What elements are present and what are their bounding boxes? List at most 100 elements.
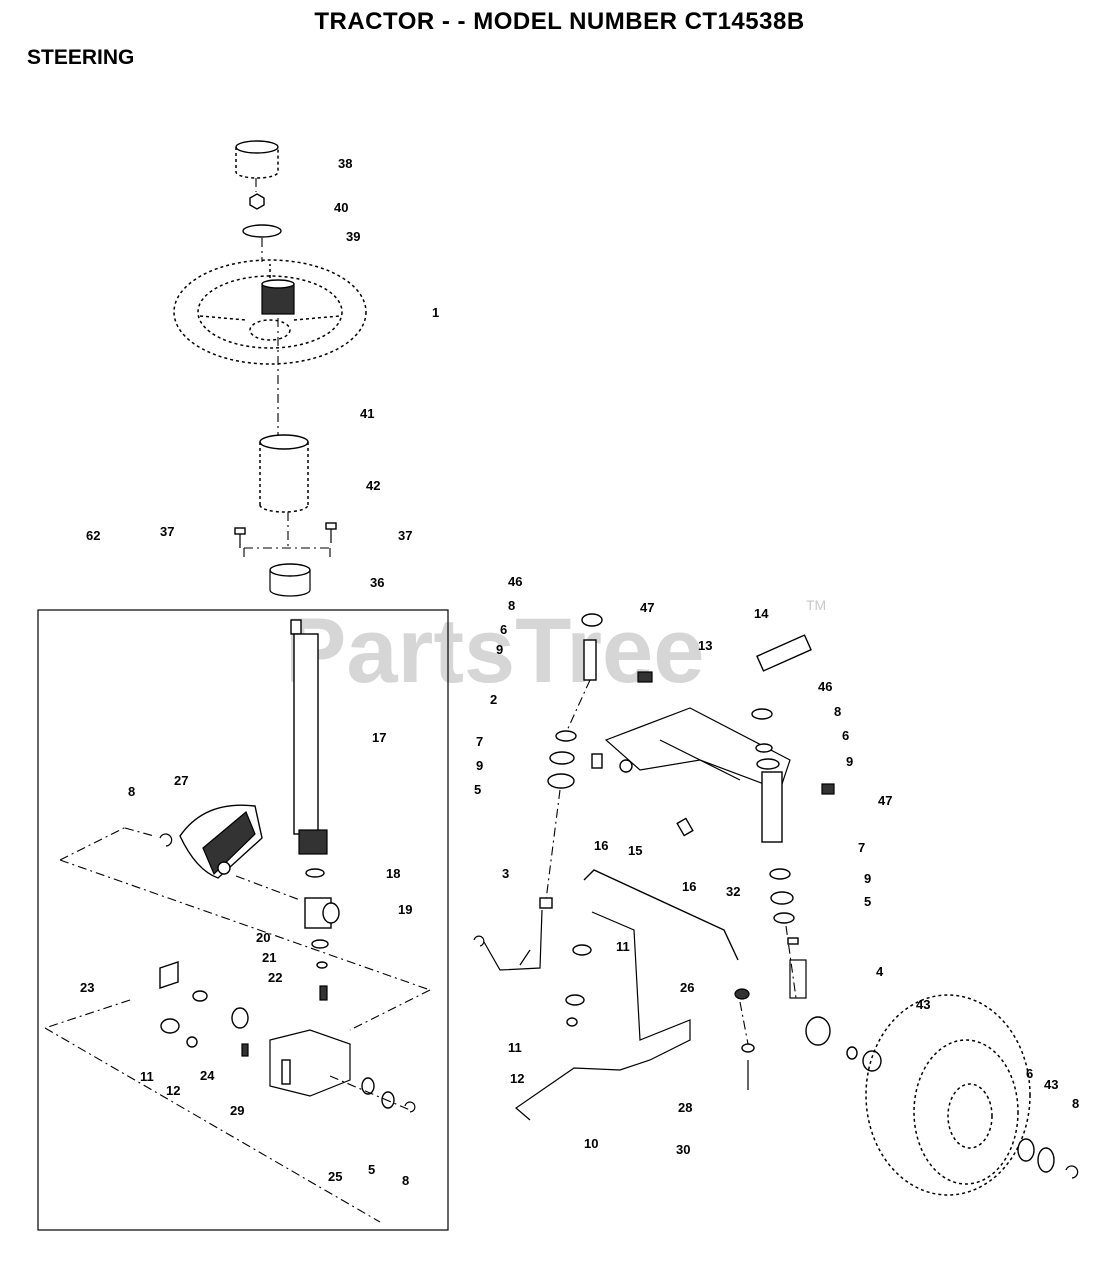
flange-nut-11c xyxy=(565,994,585,1006)
callout-38: 38 xyxy=(338,156,352,171)
callout-18: 18 xyxy=(386,866,400,881)
callout-3: 3 xyxy=(502,866,509,881)
washer-5a xyxy=(361,1077,375,1095)
bushing-23 xyxy=(159,961,179,989)
callout-37-left: 37 xyxy=(160,524,174,539)
spindle-4 xyxy=(789,959,807,999)
nut-12b xyxy=(566,1017,578,1027)
callout-28: 28 xyxy=(678,1100,692,1115)
callout-42: 42 xyxy=(366,478,380,493)
washer-9b xyxy=(549,751,575,765)
callout-9-bottom-right: 9 xyxy=(864,871,871,886)
callout-11-mid: 11 xyxy=(616,939,630,954)
callout-23: 23 xyxy=(80,980,94,995)
pinion-bracket xyxy=(304,897,340,929)
steering-wheel xyxy=(173,259,367,365)
callout-9-top-left: 9 xyxy=(496,642,503,657)
splined-adapter xyxy=(261,279,295,315)
bushing-16b xyxy=(676,817,694,837)
washer-43a xyxy=(862,1050,882,1072)
nut xyxy=(249,193,265,210)
clip-3 xyxy=(473,935,485,947)
callout-6-left: 6 xyxy=(500,622,507,637)
steering-boot xyxy=(259,434,309,513)
washer-20 xyxy=(311,939,329,949)
fitting-47-right xyxy=(821,783,835,795)
callout-26: 26 xyxy=(680,980,694,995)
callout-2: 2 xyxy=(490,692,497,707)
assembly-box-62 xyxy=(37,609,449,1231)
bolt-right xyxy=(325,522,337,543)
page-title: TRACTOR - - MODEL NUMBER CT14538B xyxy=(314,8,805,35)
cap-46b xyxy=(751,708,773,720)
callout-30: 30 xyxy=(676,1142,690,1157)
clip-43-inner xyxy=(846,1046,858,1060)
bushing-16a xyxy=(591,753,603,769)
callout-47-left: 47 xyxy=(640,600,654,615)
washer-5b xyxy=(381,1091,395,1109)
spindle-4-tip xyxy=(787,937,799,945)
callout-46-right: 46 xyxy=(818,679,832,694)
callout-12-right: 12 xyxy=(510,1071,524,1086)
callout-15: 15 xyxy=(628,843,642,858)
watermark-trademark: TM xyxy=(806,597,826,613)
bolt-22 xyxy=(319,985,328,1001)
callout-29: 29 xyxy=(230,1103,244,1118)
callout-12-left: 12 xyxy=(166,1083,180,1098)
callout-4: 4 xyxy=(876,964,884,979)
callout-20: 20 xyxy=(256,930,270,945)
washer-43b xyxy=(1037,1147,1055,1173)
washer xyxy=(242,224,282,238)
callout-7-left: 7 xyxy=(476,734,483,749)
callout-43-wheel: 43 xyxy=(1044,1077,1058,1092)
callout-13: 13 xyxy=(698,638,712,653)
callout-32: 32 xyxy=(726,884,740,899)
front-wheel xyxy=(865,994,1031,1196)
callout-21: 21 xyxy=(262,950,276,965)
drag-link xyxy=(583,869,739,961)
callout-25: 25 xyxy=(328,1169,342,1184)
mounting-bracket xyxy=(269,1029,351,1097)
callout-10: 10 xyxy=(584,1136,598,1151)
callout-5-right: 5 xyxy=(864,894,871,909)
callout-37-right: 37 xyxy=(398,528,412,543)
callout-19: 19 xyxy=(398,902,412,917)
nut-12 xyxy=(186,1036,198,1048)
callout-14: 14 xyxy=(754,606,769,621)
bolt-29 xyxy=(241,1043,249,1057)
callout-1: 1 xyxy=(432,305,439,320)
callout-5-left: 5 xyxy=(474,782,481,797)
spacer xyxy=(192,990,208,1002)
washer-9d xyxy=(770,891,794,905)
washer-7b xyxy=(769,868,791,880)
steering-shaft xyxy=(290,619,328,855)
bearing xyxy=(231,1007,249,1029)
washer-18 xyxy=(305,868,325,878)
tie-rod xyxy=(515,911,691,1121)
callout-41: 41 xyxy=(360,406,374,421)
callout-36: 36 xyxy=(370,575,384,590)
flange-nut xyxy=(160,1018,180,1034)
lockwasher-21 xyxy=(316,961,328,969)
callout-6-wheel: 6 xyxy=(1026,1066,1033,1081)
callout-27: 27 xyxy=(174,773,188,788)
callout-7-right: 7 xyxy=(858,840,865,855)
callout-22: 22 xyxy=(268,970,282,985)
e-clip-bottom xyxy=(404,1101,416,1113)
washer-6c xyxy=(1017,1138,1035,1162)
callout-11-low: 11 xyxy=(508,1040,522,1055)
callout-24: 24 xyxy=(200,1068,215,1083)
sector-gear xyxy=(179,804,263,879)
washer-9c xyxy=(756,758,780,770)
hub-cap xyxy=(805,1016,831,1046)
bearing-5c xyxy=(773,912,795,924)
washer-7a xyxy=(555,730,577,742)
callout-11-left: 11 xyxy=(140,1069,154,1084)
callout-46-left: 46 xyxy=(508,574,522,589)
fitting-47-left xyxy=(637,671,653,683)
flange-nut-11b xyxy=(572,944,592,956)
callout-9-mid-left: 9 xyxy=(476,758,483,773)
callout-5-bottom: 5 xyxy=(368,1162,375,1177)
washer-28 xyxy=(741,1043,755,1053)
